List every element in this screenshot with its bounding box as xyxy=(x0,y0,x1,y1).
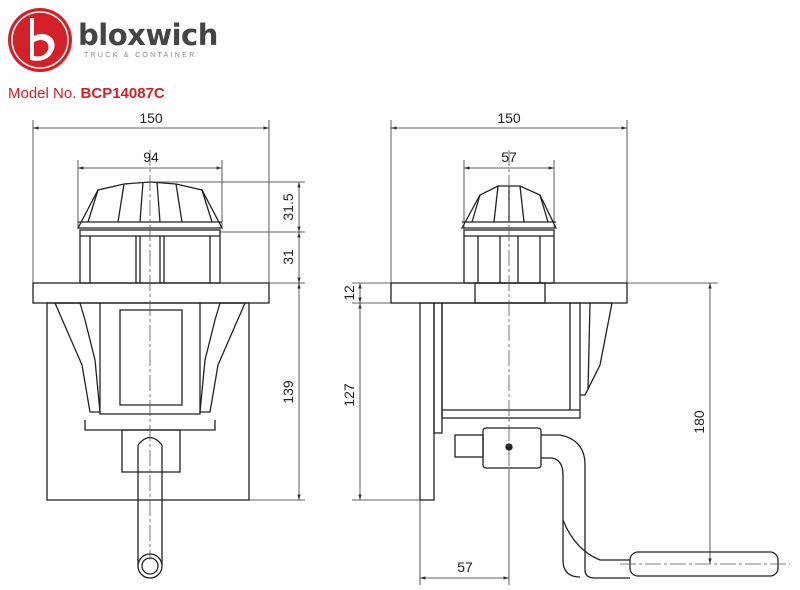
dim-front-collar-height: 31 xyxy=(280,249,296,265)
front-backplate xyxy=(46,302,250,501)
side-view xyxy=(390,185,779,579)
dim-front-body-depth: 139 xyxy=(280,380,296,404)
side-dimensions xyxy=(352,120,718,585)
side-mount-plate xyxy=(419,302,435,501)
brand-name: bloxwich xyxy=(78,18,218,52)
model-label: Model No. xyxy=(8,85,77,102)
dim-side-overall-width: 150 xyxy=(497,110,521,126)
model-number: BCP14087C xyxy=(80,85,165,102)
brand-tagline: TRUCK & CONTAINER xyxy=(84,52,197,59)
front-view xyxy=(32,181,270,579)
dim-side-handle-drop: 180 xyxy=(691,410,707,434)
front-dimensions xyxy=(32,120,305,501)
front-right-bracket xyxy=(199,302,246,413)
dim-side-handle-offset: 57 xyxy=(457,559,473,575)
front-flange xyxy=(32,282,270,304)
dim-side-cap-width: 57 xyxy=(501,149,517,165)
dim-front-cap-height: 31.5 xyxy=(280,193,296,220)
dim-side-body-depth: 127 xyxy=(341,383,357,407)
model-number-line: Model No. BCP14087C xyxy=(8,85,165,102)
dim-front-overall-width: 150 xyxy=(139,110,163,126)
dim-front-cap-width: 94 xyxy=(143,149,159,165)
front-left-bracket xyxy=(54,302,101,413)
side-body xyxy=(441,302,581,419)
bloxwich-logo xyxy=(8,8,72,72)
dim-side-flange-thickness: 12 xyxy=(341,285,357,301)
